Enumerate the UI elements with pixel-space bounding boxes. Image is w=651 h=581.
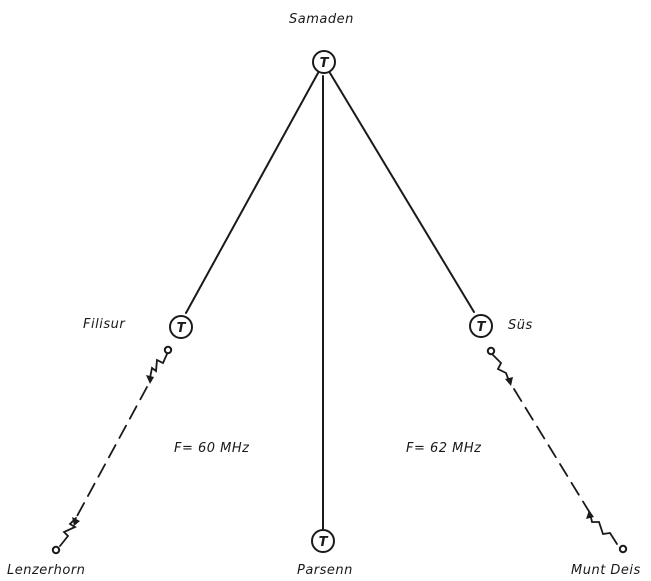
label-samaden: Samaden — [289, 12, 354, 27]
arrow-munt-deis-up — [586, 510, 594, 519]
station-filisur: T — [169, 315, 193, 339]
label-parsenn: Parsenn — [297, 563, 353, 578]
label-sus: Süs — [508, 318, 533, 333]
radio-link-filisur-lenzerhorn — [51, 345, 173, 555]
station-parsenn: T — [311, 529, 335, 553]
frequency-left: F= 60 MHz — [174, 441, 250, 456]
label-filisur: Filisur — [83, 317, 126, 332]
link-samaden-sus — [329, 72, 475, 313]
arrow-filisur-down — [146, 375, 154, 384]
station-sus-symbol: T — [477, 320, 487, 335]
arrow-sus-down — [505, 377, 513, 386]
frequency-right: F= 62 MHz — [406, 441, 482, 456]
station-filisur-symbol: T — [177, 321, 187, 336]
radio-link-sus-munt-deis — [486, 346, 628, 554]
station-samaden-symbol: T — [320, 56, 330, 71]
station-sus: T — [469, 314, 493, 338]
radio-arrows — [72, 375, 594, 526]
label-munt-deis: Munt Deis — [571, 563, 641, 578]
label-lenzerhorn: Lenzerhorn — [7, 563, 86, 578]
link-samaden-filisur — [185, 72, 319, 314]
station-samaden: T — [312, 50, 336, 74]
arrow-lenzerhorn-up — [72, 517, 80, 526]
station-parsenn-symbol: T — [319, 535, 329, 550]
